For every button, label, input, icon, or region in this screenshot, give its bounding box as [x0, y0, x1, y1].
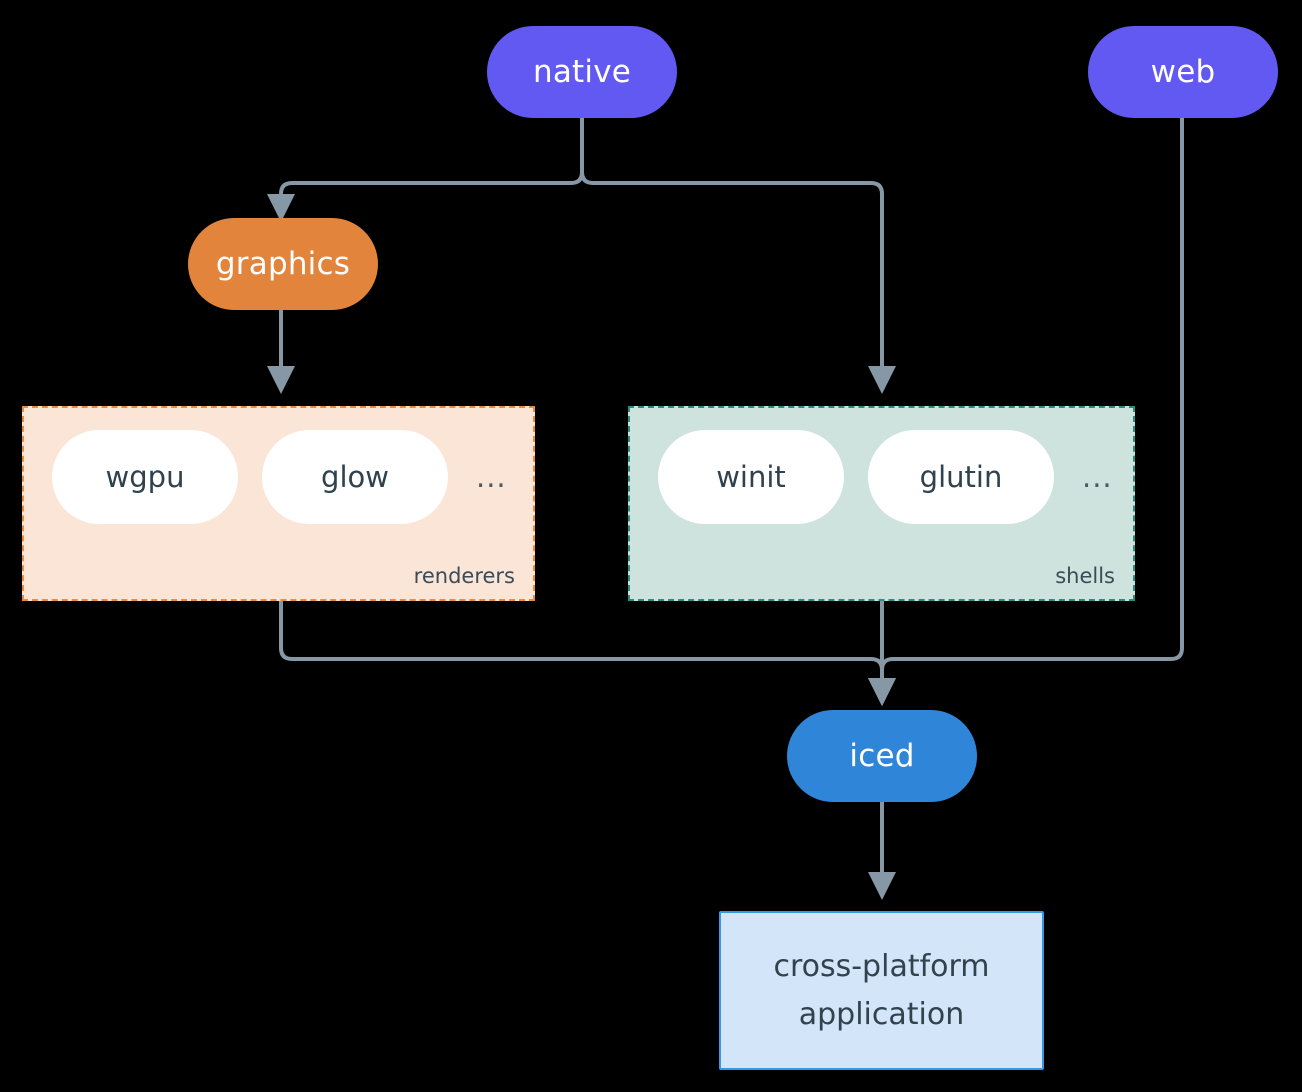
group-shells-caption: shells	[1055, 564, 1115, 588]
node-graphics[interactable]: graphics	[188, 218, 378, 310]
node-cross-platform-application[interactable]: cross-platform application	[719, 911, 1044, 1070]
group-shells: winit glutin ... shells	[628, 406, 1135, 601]
application-label-line1: cross-platform	[773, 948, 990, 984]
node-native[interactable]: native	[487, 26, 677, 118]
group-renderers-items: wgpu glow ...	[52, 430, 507, 524]
chip-wgpu-label: wgpu	[105, 459, 185, 494]
node-native-label: native	[532, 53, 632, 90]
renderers-more-ellipsis: ...	[476, 459, 507, 494]
node-iced-label: iced	[849, 737, 915, 774]
edge-native-to-shells	[580, 118, 896, 394]
group-renderers: wgpu glow ... renderers	[22, 406, 535, 601]
group-renderers-caption: renderers	[413, 564, 515, 588]
node-web-label: web	[1150, 53, 1216, 90]
shells-more-ellipsis: ...	[1082, 459, 1113, 494]
edge-web-to-iced	[868, 118, 1184, 706]
edge-renderers-to-iced	[279, 601, 896, 706]
chip-winit[interactable]: winit	[658, 430, 844, 524]
application-label-line2: application	[798, 996, 965, 1032]
edge-native-to-graphics	[267, 118, 584, 222]
chip-glow-label: glow	[321, 459, 389, 494]
chip-wgpu[interactable]: wgpu	[52, 430, 238, 524]
chip-glow[interactable]: glow	[262, 430, 448, 524]
node-web[interactable]: web	[1088, 26, 1278, 118]
chip-glutin[interactable]: glutin	[868, 430, 1054, 524]
group-shells-items: winit glutin ...	[658, 430, 1113, 524]
chip-glutin-label: glutin	[919, 459, 1003, 494]
chip-winit-label: winit	[716, 459, 786, 494]
node-iced[interactable]: iced	[787, 710, 977, 802]
node-graphics-label: graphics	[215, 245, 351, 282]
